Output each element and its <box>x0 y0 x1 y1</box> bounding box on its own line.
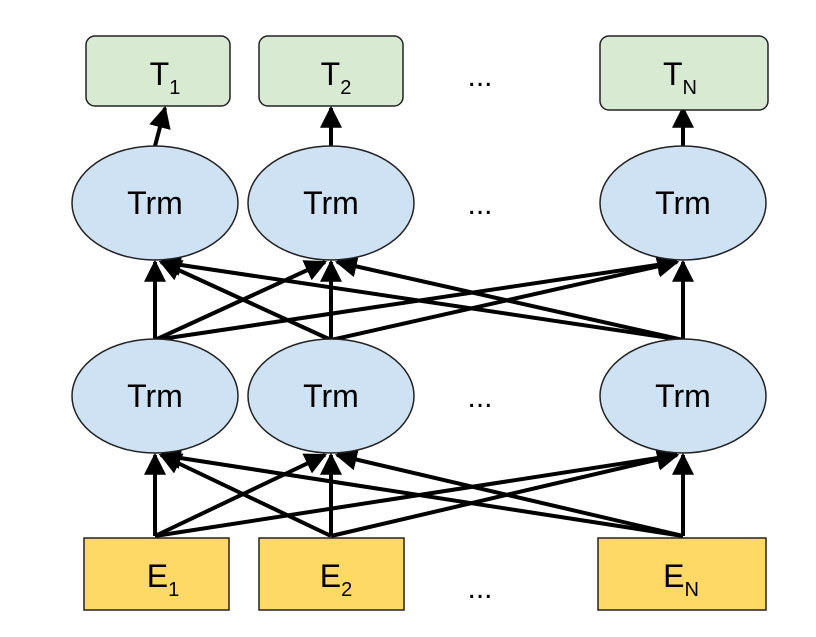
arrow-lower-trm-3-to-upper-trm-2 <box>334 255 684 342</box>
output-box-t1: T1 <box>85 35 231 107</box>
svg-text:T2: T2 <box>321 56 352 99</box>
arrow-lower-trm-1-to-upper-trm-2 <box>154 260 327 342</box>
output-sub-tn: N <box>683 77 697 99</box>
arrow-embedding-1-to-lower-trm-2 <box>154 453 327 538</box>
output-box-t2: T2 <box>258 35 404 107</box>
upper-trm-label-2: Trm <box>303 185 359 221</box>
upper-trm-label-1: Trm <box>127 185 183 221</box>
embedding-box-e2: E2 <box>258 537 405 611</box>
svg-text:TN: TN <box>663 56 697 99</box>
output-sub-t1: 1 <box>169 77 180 99</box>
arrow-upper-trm-1-to-output-1 <box>149 105 171 147</box>
upper-trm-label-n: Trm <box>655 185 711 221</box>
embedding-ellipsis: ... <box>467 572 492 605</box>
arrow-lower-trm-3-to-upper-trm-1 <box>158 254 684 342</box>
embedding-sub-e2: 2 <box>341 579 352 601</box>
upper-transformer-layer: Trm Trm Trm ... <box>71 145 767 261</box>
svg-text:E2: E2 <box>320 558 352 601</box>
lower-trm-node-1: Trm <box>71 338 239 454</box>
lower-trm-node-2: Trm <box>247 338 415 454</box>
embedding-sub-en: N <box>684 579 698 601</box>
arrow-embedding-2-to-lower-trm-1 <box>159 453 332 538</box>
output-label-t1: T <box>150 56 170 92</box>
output-row: T1 T2 TN ... <box>85 35 769 111</box>
svg-text:EN: EN <box>663 558 699 601</box>
output-label-t2: T <box>321 56 341 92</box>
upper-trm-node-2: Trm <box>247 145 415 261</box>
embedding-label-e1: E <box>147 558 168 594</box>
embedding-label-e2: E <box>320 558 341 594</box>
lower-trm-label-n: Trm <box>655 378 711 414</box>
embedding-row: E1 E2 EN ... <box>83 537 767 611</box>
embedding-box-e1: E1 <box>83 537 230 611</box>
lower-ellipsis: ... <box>467 381 492 414</box>
lower-trm-label-1: Trm <box>127 378 183 414</box>
lower-trm-node-n: Trm <box>599 338 767 454</box>
embedding-box-en: EN <box>597 537 767 611</box>
arrow-lower-trm-2-to-upper-trm-1 <box>159 260 332 342</box>
output-sub-t2: 2 <box>340 77 351 99</box>
upper-ellipsis: ... <box>467 188 492 221</box>
svg-text:E1: E1 <box>147 558 179 601</box>
output-ellipsis: ... <box>467 60 492 93</box>
lower-transformer-layer: Trm Trm Trm ... <box>71 338 767 454</box>
output-box-tn: TN <box>599 35 769 111</box>
embedding-sub-e1: 1 <box>168 579 179 601</box>
lower-trm-label-2: Trm <box>303 378 359 414</box>
output-label-tn: T <box>663 56 683 92</box>
svg-text:T1: T1 <box>150 56 181 99</box>
upper-trm-node-n: Trm <box>599 145 767 261</box>
upper-trm-node-1: Trm <box>71 145 239 261</box>
arrow-embedding-3-to-lower-trm-1 <box>158 447 684 538</box>
arrow-embedding-3-to-lower-trm-2 <box>334 448 684 538</box>
connections <box>144 105 694 538</box>
embedding-label-en: E <box>663 558 684 594</box>
